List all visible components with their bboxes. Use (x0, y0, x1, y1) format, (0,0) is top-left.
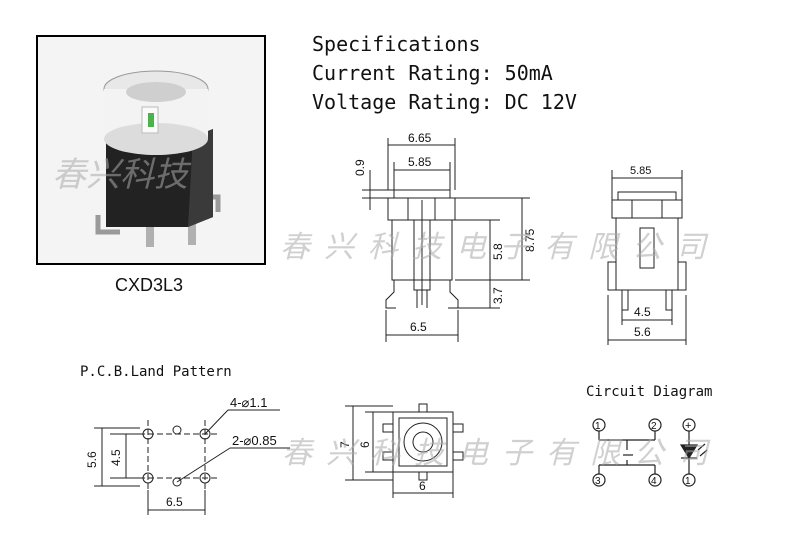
watermark-upper: 春兴科技电子有限公司 (280, 230, 720, 265)
front-dim-total-height: 8.75 (523, 228, 537, 252)
front-dim-width-cap: 5.85 (408, 155, 432, 169)
led-cathode-label: 1 (685, 476, 691, 487)
current-rating: Current Rating: 50mA (312, 61, 553, 85)
front-dim-cap-height: 0.9 (353, 159, 367, 176)
specs-title: Specifications (312, 32, 481, 56)
front-dim-lead-span: 6.5 (410, 320, 427, 334)
circuit-pin-4: 4 (651, 476, 657, 487)
photo-watermark: 春兴科技 (52, 155, 188, 195)
front-dim-body-height: 5.8 (491, 243, 505, 260)
circuit-pin-3: 3 (595, 476, 601, 487)
product-model-caption: CXD3L3 (115, 275, 184, 295)
circuit-pin-2: 2 (651, 421, 657, 432)
circuit-title: Circuit Diagram (586, 384, 713, 400)
top-dim-height-outer: 7 (338, 441, 352, 448)
pcb-dim-vertical-outer: 5.6 (85, 451, 99, 468)
circuit-diagram: 1 2 3 4 + 1 (592, 418, 708, 487)
side-dim-cap-width: 5.85 (630, 165, 651, 177)
pcb-large-hole-label: 4-⌀1.1 (230, 395, 267, 410)
top-dim-width: 6 (419, 479, 426, 493)
pcb-land-pattern-drawing: 4-⌀1.1 2-⌀0.85 5.6 4.5 6.5 (85, 395, 290, 515)
pcb-title: P.C.B.Land Pattern (80, 364, 232, 380)
watermark-lower: 春兴科技电子有限公司 (282, 436, 722, 471)
voltage-rating: Voltage Rating: DC 12V (312, 90, 577, 114)
pcb-dim-vertical-inner: 4.5 (109, 449, 123, 466)
side-dim-overall-width: 5.6 (634, 325, 651, 339)
front-view-drawing: 6.65 5.85 0.9 8.75 5.8 3.7 6.5 (353, 131, 537, 342)
product-photo: 春兴科技 (36, 35, 266, 265)
side-dim-lead-pitch: 4.5 (634, 305, 651, 319)
pcb-small-hole-label: 2-⌀0.85 (232, 433, 277, 448)
led-anode-label: + (685, 420, 691, 432)
top-dim-height-inner: 6 (358, 441, 372, 448)
pcb-dim-horizontal: 6.5 (166, 495, 183, 509)
circuit-pin-1: 1 (595, 421, 601, 432)
front-dim-width-overall: 6.65 (408, 131, 432, 145)
side-view-drawing: 5.85 4.5 5.6 (607, 165, 687, 345)
top-view-drawing: 7 6 6 (338, 403, 464, 498)
switch-render-image (95, 70, 221, 247)
front-dim-lead-length: 3.7 (491, 287, 505, 304)
